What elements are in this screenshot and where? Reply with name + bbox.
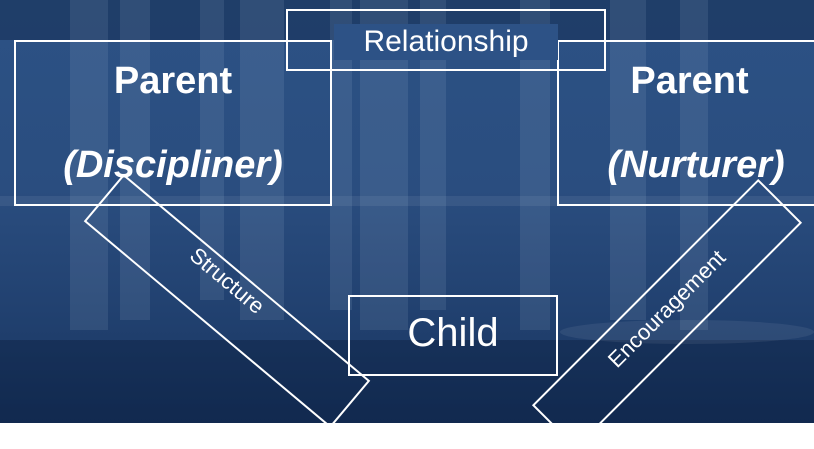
parent-discipliner-title: Parent xyxy=(113,60,233,102)
parent-discipliner-role: (Discipliner) xyxy=(63,144,283,186)
relationship-label: Relationship xyxy=(334,24,558,60)
parent-discipliner-box xyxy=(14,40,332,206)
parent-nurturer-box xyxy=(557,40,814,206)
relationship-box xyxy=(286,9,606,71)
child-label: Child xyxy=(407,311,499,355)
parent-nurturer-role: (Nurturer) xyxy=(607,144,785,186)
child-box xyxy=(348,295,558,376)
parent-nurturer-title: Parent xyxy=(630,60,749,102)
